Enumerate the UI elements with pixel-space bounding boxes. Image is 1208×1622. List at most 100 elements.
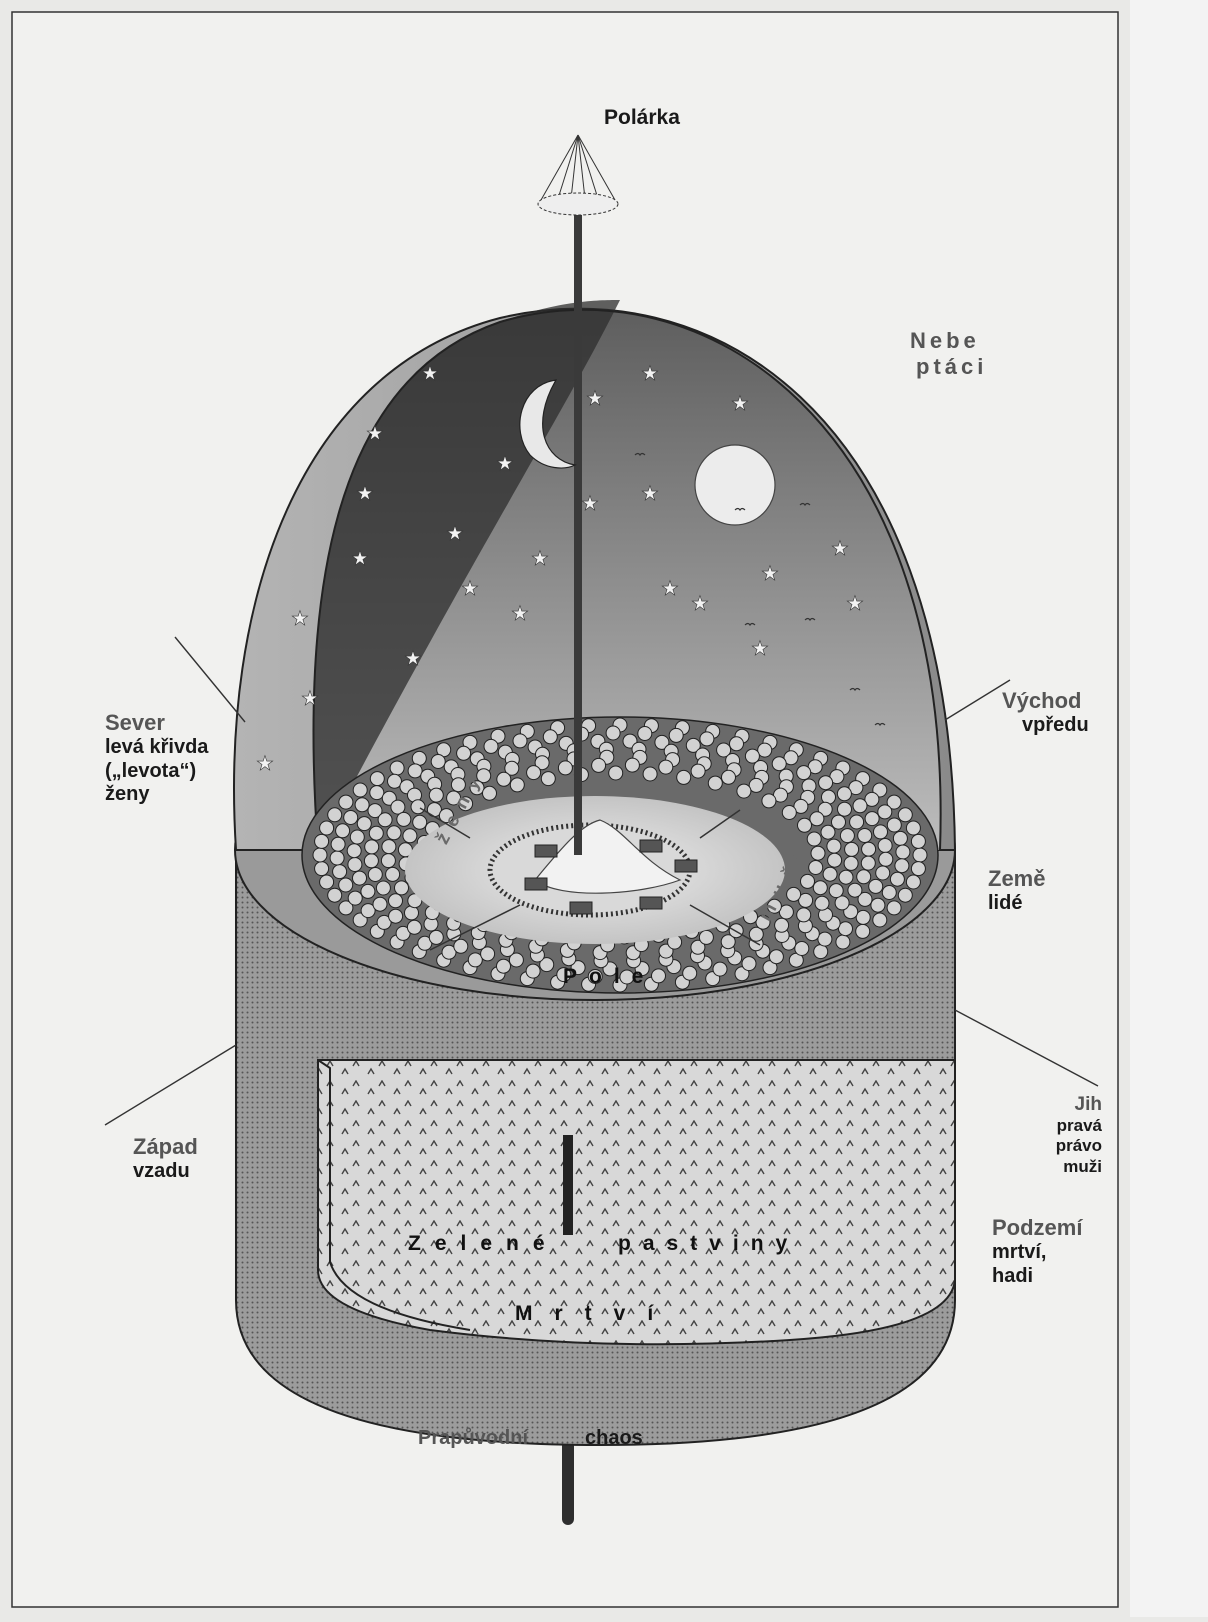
tree xyxy=(873,913,887,927)
tree xyxy=(708,776,722,790)
jih-text: Jih xyxy=(1040,1094,1102,1116)
tree xyxy=(829,884,843,898)
tree xyxy=(772,757,786,771)
label-zapad: Západ vzadu xyxy=(133,1134,198,1184)
tree xyxy=(348,858,362,872)
tree xyxy=(845,842,859,856)
tree xyxy=(865,812,879,826)
tree xyxy=(457,746,471,760)
star: ★ xyxy=(691,593,709,615)
tree xyxy=(659,760,673,774)
pravo-text: právo xyxy=(1040,1136,1102,1156)
tree xyxy=(890,872,904,886)
muzi-side-text: muži xyxy=(1040,1157,1102,1177)
inner-pastviny: pastviny xyxy=(618,1232,799,1256)
tree xyxy=(691,764,705,778)
tree xyxy=(887,901,901,915)
tree xyxy=(350,830,364,844)
star: ★ xyxy=(641,483,659,505)
tree xyxy=(320,875,334,889)
tree xyxy=(328,888,342,902)
star: ★ xyxy=(301,688,319,710)
tree xyxy=(431,755,445,769)
tree xyxy=(797,908,811,922)
tree xyxy=(762,794,776,808)
leva-krivda-text: levá křivda xyxy=(105,736,208,760)
tree xyxy=(742,957,756,971)
tree xyxy=(373,897,387,911)
sun xyxy=(695,445,775,525)
tree xyxy=(895,859,909,873)
tree xyxy=(389,909,403,923)
tree xyxy=(484,739,498,753)
star: ★ xyxy=(846,593,864,615)
tree xyxy=(801,874,815,888)
star: ★ xyxy=(661,578,679,600)
tree xyxy=(837,787,851,801)
tree xyxy=(357,817,371,831)
tree xyxy=(429,788,443,802)
tree xyxy=(407,920,421,934)
star: ★ xyxy=(731,393,749,415)
star: ★ xyxy=(461,578,479,600)
star: ★ xyxy=(404,648,422,670)
tree xyxy=(336,824,350,838)
star: ★ xyxy=(496,453,514,475)
tree xyxy=(390,761,404,775)
inner-pole: Pole xyxy=(563,965,655,989)
tree xyxy=(683,966,697,980)
tree xyxy=(814,945,828,959)
tree xyxy=(795,942,809,956)
zeny-side-text: ženy xyxy=(105,783,208,807)
tree xyxy=(713,962,727,976)
tree xyxy=(320,821,334,835)
tree xyxy=(638,727,652,741)
star: ★ xyxy=(356,483,374,505)
tree xyxy=(606,726,620,740)
star: ★ xyxy=(421,363,439,385)
tree xyxy=(722,770,736,784)
nebe-text: Nebe xyxy=(910,328,987,354)
tree xyxy=(411,800,425,814)
tree xyxy=(368,868,382,882)
tree xyxy=(348,891,362,905)
tree xyxy=(887,818,901,832)
tree xyxy=(856,910,870,924)
tree xyxy=(858,829,872,843)
vzadu-text: vzadu xyxy=(133,1160,198,1184)
tree xyxy=(558,761,572,775)
tree xyxy=(898,888,912,902)
sever-text: Sever xyxy=(105,710,208,736)
tree xyxy=(911,834,925,848)
star: ★ xyxy=(511,603,529,625)
tree xyxy=(386,867,400,881)
tree xyxy=(395,881,409,895)
tree xyxy=(513,734,527,748)
tree xyxy=(906,875,920,889)
inner-mrtvi: Mrtví xyxy=(515,1302,675,1326)
tree xyxy=(898,808,912,822)
tree xyxy=(878,805,892,819)
tree xyxy=(643,767,657,781)
vychod-text: Východ xyxy=(1002,688,1089,714)
tree xyxy=(807,832,821,846)
levota-text: („levota“) xyxy=(105,760,208,784)
tree xyxy=(827,839,841,853)
tree xyxy=(388,774,402,788)
star: ★ xyxy=(256,753,274,775)
tree xyxy=(497,959,511,973)
tree xyxy=(365,840,379,854)
tree xyxy=(389,894,403,908)
tree xyxy=(819,776,833,790)
tree xyxy=(809,861,823,875)
world-axis-upper xyxy=(574,215,582,855)
tree xyxy=(387,826,401,840)
label-zeme: Země lidé xyxy=(988,866,1045,916)
tree xyxy=(541,772,555,786)
tree xyxy=(339,878,353,892)
star: ★ xyxy=(761,563,779,585)
tree xyxy=(876,866,890,880)
tree xyxy=(376,881,390,895)
tree xyxy=(364,854,378,868)
tree xyxy=(896,845,910,859)
